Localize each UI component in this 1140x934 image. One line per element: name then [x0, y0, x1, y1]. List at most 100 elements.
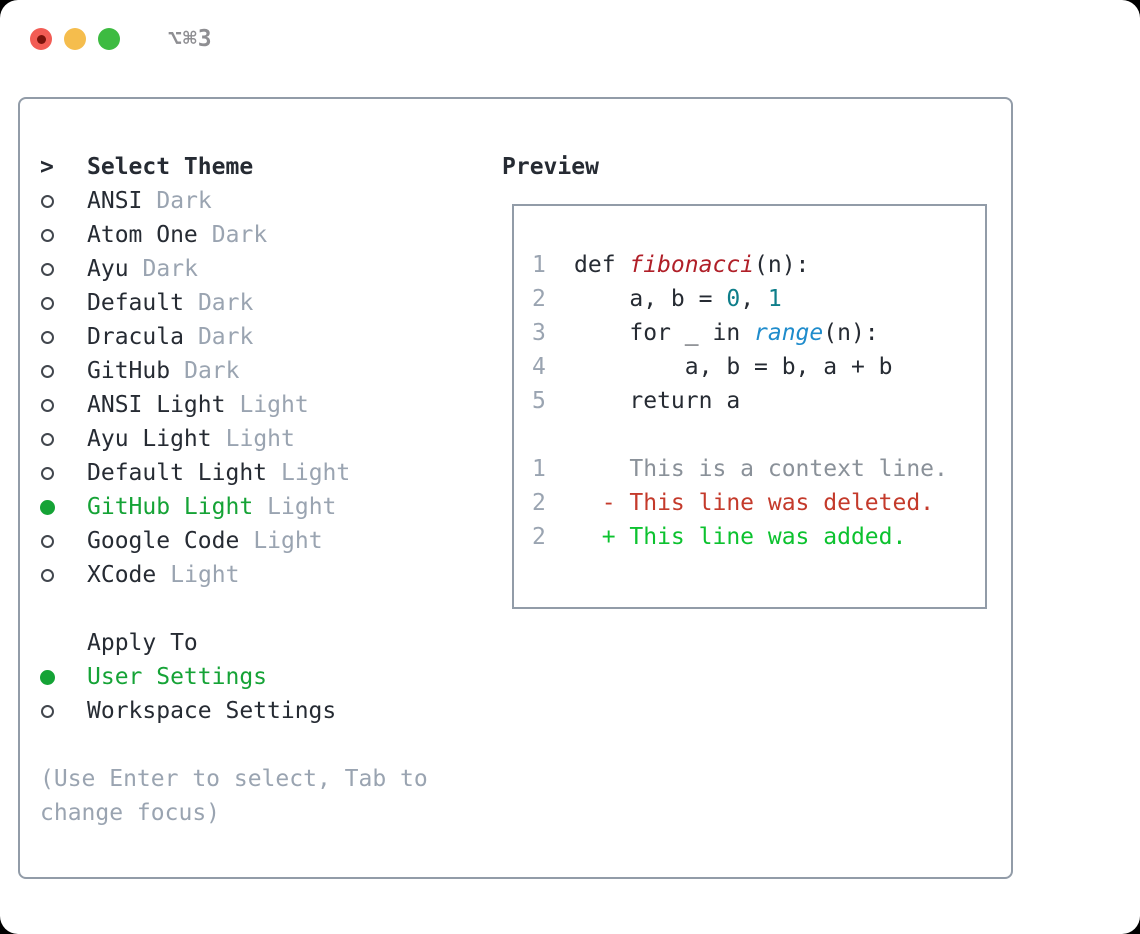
theme-option-ansi-light[interactable]: ANSI Light Light	[40, 388, 490, 422]
theme-name: Google Code	[87, 528, 240, 554]
theme-variant-tag: Dark	[156, 188, 212, 214]
close-focus-dot-icon	[36, 34, 46, 44]
diff-line-added: 2 + This line was added.	[532, 524, 985, 558]
theme-name: GitHub Light	[87, 494, 254, 520]
radio-marker-cell	[40, 704, 87, 718]
theme-variant-tag: Light	[239, 392, 309, 418]
code-line: 1 def fibonacci(n):	[532, 252, 985, 286]
zoom-button[interactable]	[98, 28, 120, 50]
radio-unselected-icon	[41, 262, 54, 276]
minimize-button[interactable]	[64, 28, 86, 50]
line-number: 2	[532, 286, 546, 312]
radio-marker-cell	[40, 534, 87, 548]
code-token-num: 0	[726, 286, 741, 312]
radio-unselected-icon	[41, 364, 54, 378]
code-token-plain: a, b = b, a + b	[574, 354, 893, 380]
close-button[interactable]	[30, 28, 52, 50]
radio-marker-cell	[40, 669, 87, 685]
line-number: 1	[532, 252, 546, 278]
radio-unselected-icon	[41, 398, 54, 412]
theme-variant-tag: Light	[225, 426, 295, 452]
theme-variant-tag: Dark	[211, 222, 268, 248]
radio-unselected-icon	[41, 534, 54, 548]
apply-option-user-settings[interactable]: User Settings	[40, 660, 490, 694]
theme-option-github-light[interactable]: GitHub Light Light	[40, 490, 490, 524]
code-token-plain: (n):	[754, 252, 810, 278]
code-token-plain: a, b =	[574, 286, 727, 312]
radio-marker-cell	[40, 466, 87, 480]
code-token-deleted: - This line was deleted.	[574, 490, 935, 516]
theme-variant-tag: Dark	[197, 324, 254, 350]
radio-selected-icon	[40, 499, 55, 515]
apply-option-workspace-settings[interactable]: Workspace Settings	[40, 694, 490, 728]
code-token-plain: ,	[740, 286, 768, 312]
theme-name: Ayu	[87, 256, 129, 282]
code-line: 4 a, b = b, a + b	[532, 354, 985, 388]
apply-to-title: Apply To	[87, 630, 198, 656]
theme-name: ANSI Light	[87, 392, 226, 418]
theme-option-xcode-light[interactable]: XCode Light	[40, 558, 490, 592]
theme-option-ayu-light[interactable]: Ayu Light Light	[40, 422, 490, 456]
radio-marker-cell	[40, 262, 87, 276]
theme-name: Atom One	[87, 222, 198, 248]
radio-unselected-icon	[41, 568, 54, 582]
theme-name: Dracula	[87, 324, 184, 350]
window-title-shortcut: ⌥⌘3	[168, 26, 213, 52]
radio-marker-cell	[40, 432, 87, 446]
theme-variant-tag: Light	[267, 494, 337, 520]
code-token-plain: return a	[574, 388, 741, 414]
code-token-builtin: range	[754, 320, 824, 346]
theme-option-default-dark[interactable]: Default Dark	[40, 286, 490, 320]
line-number: 2	[532, 524, 546, 550]
theme-name: Default	[87, 290, 184, 316]
theme-option-default-light[interactable]: Default Light Light	[40, 456, 490, 490]
theme-name: ANSI	[87, 188, 143, 214]
theme-name: Default Light	[87, 460, 268, 486]
theme-variant-tag: Light	[281, 460, 351, 486]
theme-name: GitHub	[87, 358, 171, 384]
apply-option-label: User Settings	[87, 664, 268, 690]
code-token-plain: def	[574, 252, 630, 278]
code-line: 2 a, b = 0, 1	[532, 286, 985, 320]
radio-unselected-icon	[41, 330, 54, 344]
theme-option-ansi-dark[interactable]: ANSI Dark	[40, 184, 490, 218]
theme-option-atom-one-dark[interactable]: Atom One Dark	[40, 218, 490, 252]
code-token-func: fibonacci	[629, 252, 755, 278]
theme-option-dracula-dark[interactable]: Dracula Dark	[40, 320, 490, 354]
theme-variant-tag: Dark	[197, 290, 254, 316]
spacer	[40, 592, 490, 626]
radio-marker-cell	[40, 364, 87, 378]
select-theme-title: Select Theme	[87, 154, 254, 180]
line-number: 3	[532, 320, 546, 346]
keyboard-hint-text: (Use Enter to select, Tab to change focu…	[40, 766, 428, 826]
titlebar: ⌥⌘3	[30, 26, 213, 52]
blank-line	[532, 422, 985, 456]
theme-variant-tag: Light	[170, 562, 240, 588]
radio-unselected-icon	[41, 228, 54, 242]
theme-name: XCode	[87, 562, 157, 588]
radio-selected-icon	[40, 669, 55, 685]
radio-marker-cell	[40, 296, 87, 310]
diff-line-context: 1 This is a context line.	[532, 456, 985, 490]
code-token-num: 1	[767, 286, 782, 312]
theme-name: Ayu Light	[87, 426, 212, 452]
spacer	[40, 728, 490, 762]
select-theme-header: > Select Theme	[40, 150, 490, 184]
code-token-context: This is a context line.	[574, 456, 948, 482]
radio-marker-cell	[40, 330, 87, 344]
apply-to-header: Apply To	[40, 626, 490, 660]
code-token-added: + This line was added.	[574, 524, 907, 550]
line-number: 1	[532, 456, 546, 482]
radio-unselected-icon	[41, 194, 54, 208]
radio-unselected-icon	[41, 432, 54, 446]
radio-unselected-icon	[41, 296, 54, 310]
